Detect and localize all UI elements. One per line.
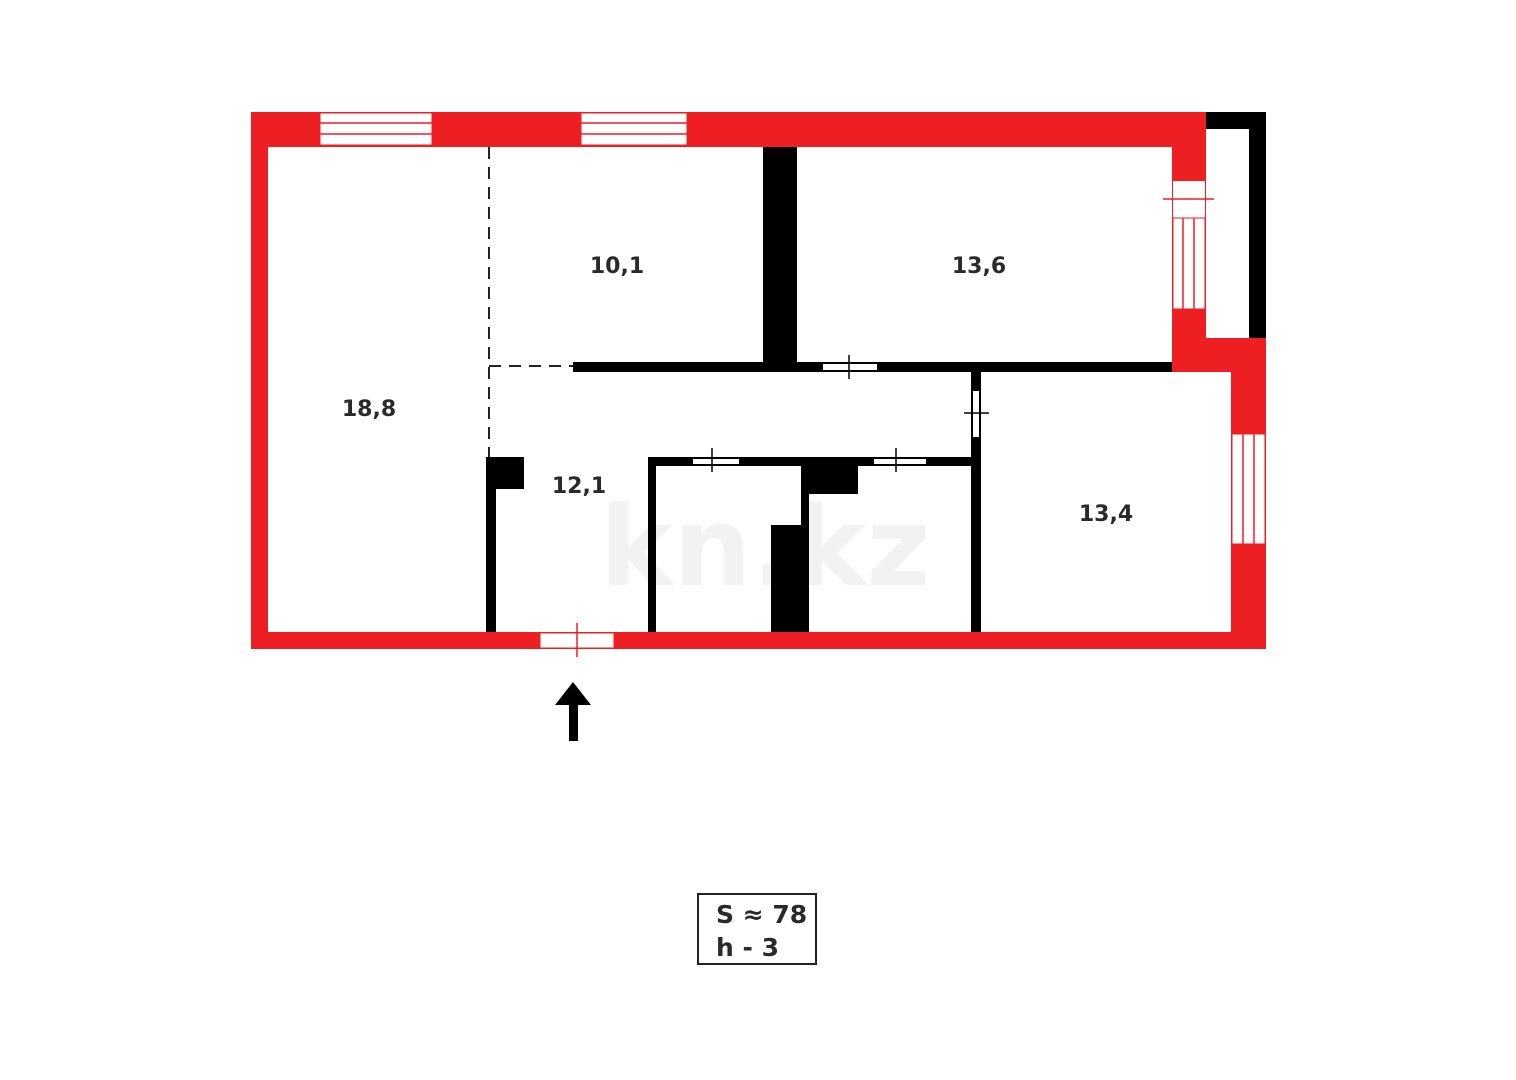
ceiling-height: h - 3: [716, 933, 779, 962]
balcony-outline: [1206, 112, 1266, 338]
door-toilet: [874, 448, 926, 472]
room-area-label: 12,1: [552, 474, 606, 499]
balcony-door: [1163, 181, 1214, 310]
dashed-partition: [488, 147, 573, 457]
door-bathroom: [693, 448, 739, 472]
total-area: S ≈ 78: [716, 900, 808, 929]
room-area-label: 13,6: [952, 254, 1006, 279]
exterior-walls: [251, 112, 1266, 649]
entrance-door: [539, 623, 615, 657]
room-area-label: 13,4: [1079, 502, 1133, 527]
window-right: [1231, 433, 1266, 545]
room-area-label: 18,8: [342, 397, 396, 422]
window-top-left: [319, 112, 433, 146]
area-summary-box: S ≈ 78 h - 3: [697, 893, 817, 965]
door-room-5: [964, 391, 989, 437]
door-room-3: [823, 355, 877, 379]
window-top-center: [580, 112, 688, 146]
arrow-up-icon: [555, 682, 591, 741]
room-area-label: 10,1: [590, 254, 644, 279]
